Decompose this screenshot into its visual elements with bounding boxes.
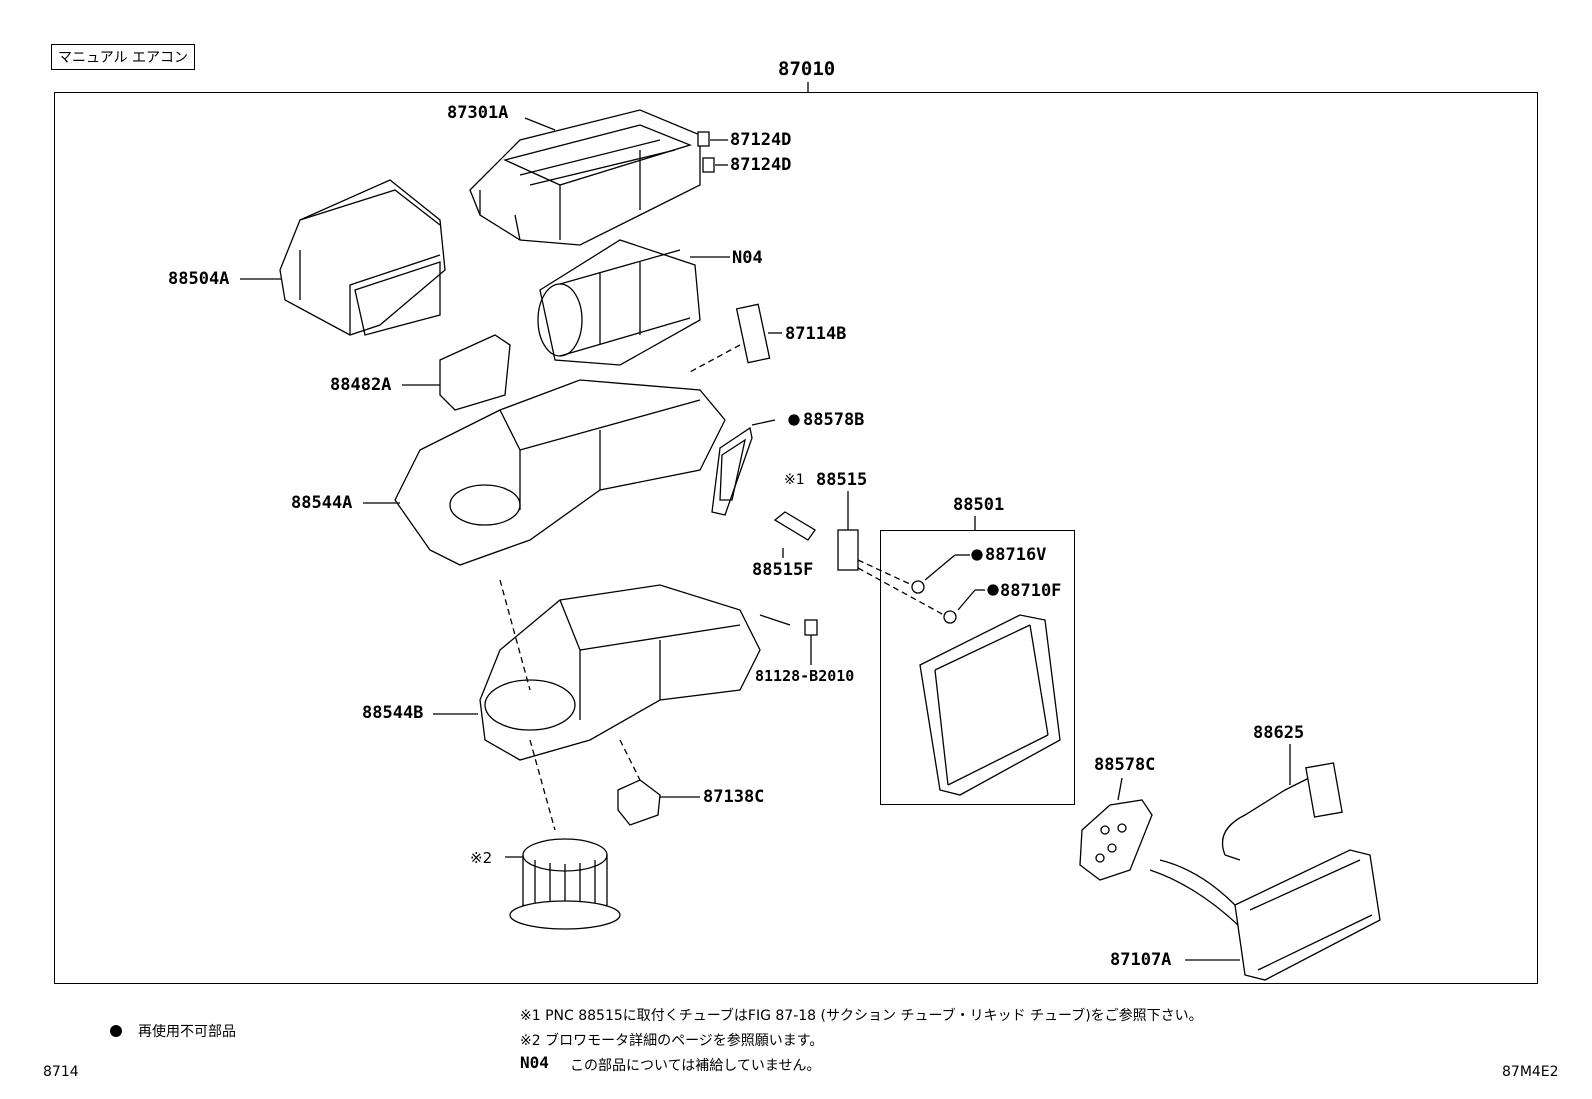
footnote-3: この部品については補給していません。 bbox=[570, 1058, 821, 1074]
part-mark-1: ※1 bbox=[784, 472, 805, 488]
page-number-right: 87M4E2 bbox=[1502, 1064, 1559, 1080]
blower-scroll-drawing bbox=[537, 239, 701, 366]
part-label-88482A: 88482A bbox=[330, 375, 392, 395]
part-label-87138C: 87138C bbox=[703, 787, 765, 807]
part-label-88515F: 88515F bbox=[752, 560, 814, 580]
part-mark-2: ※2 bbox=[470, 849, 493, 867]
assembly-number: 87010 bbox=[778, 58, 836, 80]
upper-unit-case-drawing bbox=[394, 379, 726, 566]
intake-housing-drawing bbox=[279, 179, 446, 336]
part-label-81128-B2010: 81128-B2010 bbox=[755, 667, 855, 685]
part-label-87107A: 87107A bbox=[1110, 950, 1172, 970]
part-label-88501: 88501 bbox=[953, 495, 1005, 515]
part-label-88504A: 88504A bbox=[168, 269, 230, 289]
part-label-87114B: 87114B bbox=[785, 324, 847, 344]
sensor-wire-drawing bbox=[1221, 762, 1343, 861]
footnote-3-code: N04 bbox=[520, 1053, 549, 1072]
footnote-2: ※2 ブロワモータ詳細のページを参照願います。 bbox=[520, 1033, 824, 1049]
aircon-type-tag: マニュアル エアコン bbox=[51, 44, 196, 70]
evaporator-subassembly-frame bbox=[880, 530, 1075, 805]
heater-core-drawing bbox=[1149, 849, 1381, 981]
part-label-88544A: 88544A bbox=[291, 493, 353, 513]
legend-non-reusable: 再使用不可部品 bbox=[138, 1024, 236, 1040]
part-label-88578C: 88578C bbox=[1094, 755, 1156, 775]
part-label-88544B: 88544B bbox=[362, 703, 424, 723]
page-number-left: 8714 bbox=[43, 1064, 79, 1080]
lower-unit-case-drawing bbox=[479, 584, 791, 761]
pad-drawing bbox=[1079, 799, 1153, 881]
blower-motor-drawing bbox=[509, 838, 621, 930]
upper-case-drawing bbox=[469, 109, 701, 246]
part-label-87124D-lower: 87124D bbox=[730, 155, 792, 175]
evaporator-core-drawing bbox=[919, 614, 1061, 796]
part-label-88716V: 88716V bbox=[985, 545, 1047, 565]
part-label-88625: 88625 bbox=[1253, 723, 1305, 743]
part-label-88710F: 88710F bbox=[1000, 581, 1062, 601]
part-label-N04: N04 bbox=[732, 248, 763, 268]
non-reusable-bullet-icon bbox=[110, 1025, 122, 1037]
assembly-frame bbox=[54, 92, 1538, 984]
part-label-87301A: 87301A bbox=[447, 103, 509, 123]
footnote-1: ※1 PNC 88515に取付くチューブはFIG 87-18 (サクション チュ… bbox=[520, 1008, 1203, 1024]
part-label-87124D-upper: 87124D bbox=[730, 130, 792, 150]
part-label-88515: 88515 bbox=[816, 470, 868, 490]
part-label-88578B: 88578B bbox=[803, 410, 865, 430]
